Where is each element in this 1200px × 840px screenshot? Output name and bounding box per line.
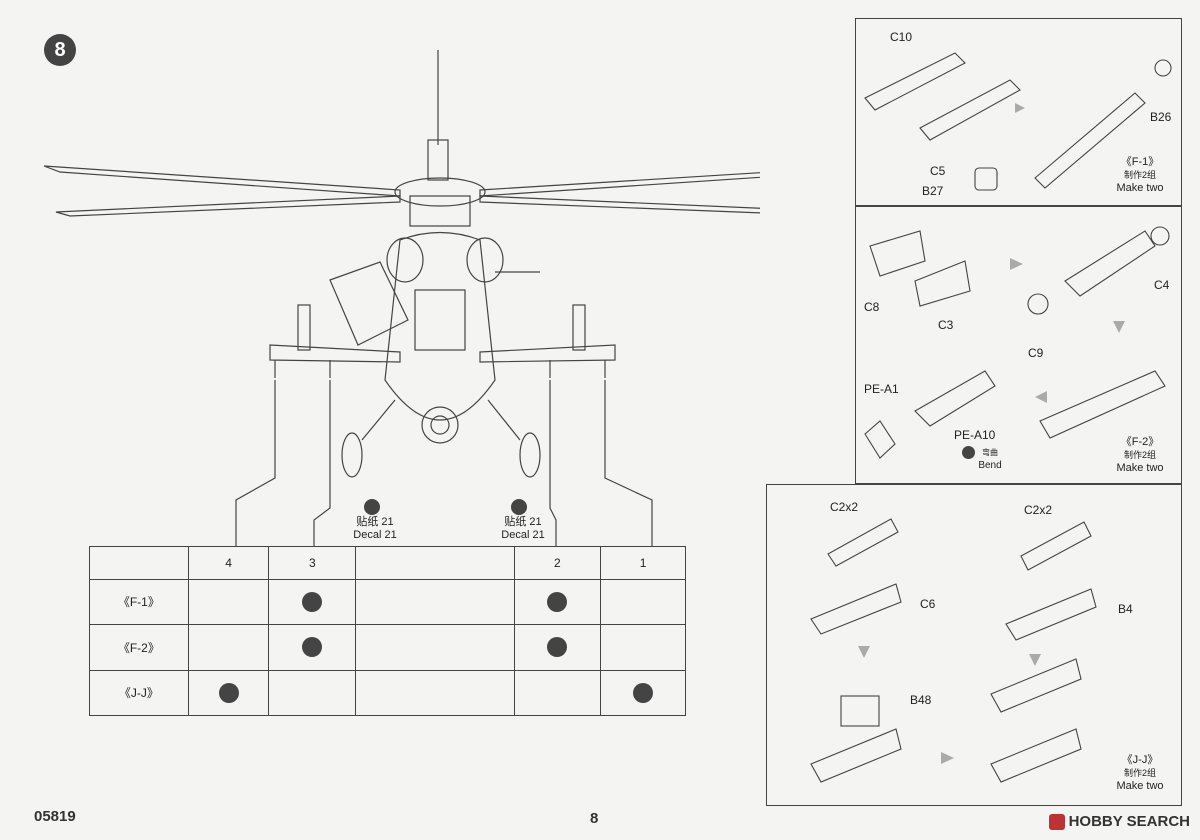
jj-parts-drawing: [810, 518, 1097, 783]
part-label-c4: C4: [1154, 278, 1170, 292]
row-label: 《J-J》: [89, 669, 189, 716]
page-number: 8: [590, 810, 599, 827]
table-header-row: 4 3 2 1: [89, 546, 686, 580]
table-row: 《J-J》: [89, 669, 686, 716]
f1-title: 《F-1》: [1120, 156, 1160, 168]
table-header-cell: 2: [513, 546, 602, 580]
f2-title: 《F-2》: [1120, 436, 1160, 448]
panel-f1: [855, 18, 1182, 206]
hobby-search-logo-icon: [1048, 813, 1065, 830]
part-label-c2x2-left: C2x2: [830, 500, 859, 514]
watermark: HOBBY SEARCH: [1048, 813, 1190, 830]
decal-zh: 贴纸 21: [504, 516, 542, 528]
decal-en: Decal 21: [501, 529, 545, 541]
decal-en: Decal 21: [353, 529, 397, 541]
f1-en: Make two: [1116, 182, 1164, 194]
table-row: 《F-1》: [89, 578, 686, 625]
jj-en: Make two: [1116, 780, 1164, 792]
jj-title: 《J-J》: [1121, 754, 1159, 766]
decal-icon: [511, 499, 527, 515]
f2-en: Make two: [1116, 462, 1164, 474]
bend-icon: [962, 446, 975, 459]
part-label-c8: C8: [864, 300, 880, 314]
decal-label-right: 贴纸 21 Decal 21: [488, 516, 558, 542]
part-label-c2x2-right: C2x2: [1024, 503, 1053, 517]
table-header-cell: 1: [600, 546, 686, 580]
bend-zh: 弯曲: [982, 448, 998, 457]
position-mark: [218, 682, 239, 703]
bend-en: Bend: [978, 460, 1002, 471]
f2-parts-drawing: [864, 226, 1170, 459]
jj-instruction: 《J-J》 制作2组 Make two: [1100, 754, 1180, 793]
part-label-pe-a1: PE-A1: [864, 382, 899, 396]
f1-instruction: 《F-1》 制作2组 Make two: [1100, 156, 1180, 195]
position-mark: [547, 591, 568, 612]
panel-jj: [766, 484, 1182, 806]
f1-zh: 制作2组: [1123, 170, 1156, 180]
panel-f2: [855, 206, 1182, 484]
bend-note: 弯曲 Bend: [975, 446, 1005, 472]
part-label-pe-a10: PE-A10: [954, 428, 996, 442]
table-header-cell: 3: [268, 546, 357, 580]
watermark-text: HOBBY SEARCH: [1068, 813, 1190, 830]
part-label-c3: C3: [938, 318, 954, 332]
position-mark: [547, 637, 568, 658]
f1-parts-drawing: [864, 52, 1172, 191]
part-label-c5: C5: [930, 164, 946, 178]
row-label: 《F-1》: [89, 578, 189, 625]
decal-icon: [364, 499, 380, 515]
part-label-b4: B4: [1118, 602, 1133, 616]
table-header-cell: 4: [187, 546, 270, 580]
position-mark: [633, 682, 654, 703]
table-row: 《F-2》: [89, 624, 686, 671]
kit-code: 05819: [34, 808, 76, 825]
part-label-c10: C10: [890, 30, 913, 44]
jj-zh: 制作2组: [1123, 768, 1156, 778]
row-label: 《F-2》: [89, 624, 189, 671]
part-label-b27: B27: [922, 184, 944, 198]
part-label-c9: C9: [1028, 346, 1044, 360]
position-mark: [302, 591, 323, 612]
f2-instruction: 《F-2》 制作2组 Make two: [1100, 436, 1180, 475]
weapon-position-table: 4 3 2 1 《F-1》 《F-2》 《J-J》: [89, 546, 686, 716]
part-label-c6: C6: [920, 597, 936, 611]
part-label-b26: B26: [1150, 110, 1172, 124]
position-mark: [302, 637, 323, 658]
step-number-badge: 8: [44, 34, 76, 66]
decal-label-left: 贴纸 21 Decal 21: [340, 516, 410, 542]
part-label-b48: B48: [910, 693, 932, 707]
decal-zh: 贴纸 21: [356, 516, 394, 528]
f2-zh: 制作2组: [1123, 450, 1156, 460]
helicopter-front-view-drawing: [43, 50, 760, 546]
